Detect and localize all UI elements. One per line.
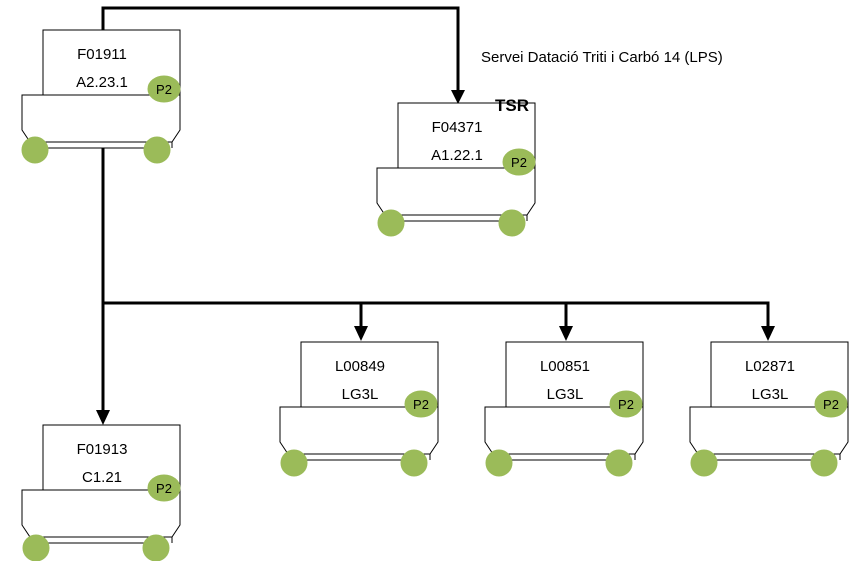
arrowhead-f04371 xyxy=(451,90,465,104)
tsr-tag: TSR xyxy=(495,96,529,115)
wheel-left-icon xyxy=(377,209,405,237)
badge-circle xyxy=(147,75,181,103)
wheel-left-icon xyxy=(280,449,308,477)
connector-to-f04371 xyxy=(101,6,460,92)
wheel-right-icon xyxy=(810,449,838,477)
node-l00849[interactable]: L00849 LG3L P2 xyxy=(279,341,439,477)
connector-branch xyxy=(103,301,770,328)
arrowhead-l02871 xyxy=(761,326,775,341)
wheel-right-icon xyxy=(143,136,171,164)
node-id: L00851 xyxy=(540,358,590,375)
node-code: A1.22.1 xyxy=(431,147,483,164)
node-code: LG3L xyxy=(342,386,379,403)
node-badge: P2 xyxy=(618,397,634,412)
node-code: LG3L xyxy=(752,386,789,403)
badge-circle xyxy=(814,390,848,418)
arrowhead-l00849 xyxy=(354,326,368,341)
node-l02871[interactable]: L02871 LG3L P2 xyxy=(689,341,849,477)
node-code: A2.23.1 xyxy=(76,74,128,91)
node-badge: P2 xyxy=(413,397,429,412)
wheel-right-icon xyxy=(400,449,428,477)
wheel-right-icon xyxy=(498,209,526,237)
node-f01913[interactable]: F01913 C1.21 P2 xyxy=(21,424,181,561)
node-badge: P2 xyxy=(511,155,527,170)
wheel-left-icon xyxy=(690,449,718,477)
node-id: F04371 xyxy=(432,119,483,136)
service-caption: Servei Datació Triti i Carbó 14 (LPS) xyxy=(481,49,723,66)
wheel-left-icon xyxy=(22,534,50,561)
node-badge: P2 xyxy=(156,481,172,496)
wheel-right-icon xyxy=(142,534,170,561)
node-badge: P2 xyxy=(823,397,839,412)
node-l00851[interactable]: L00851 LG3L P2 xyxy=(484,341,644,477)
node-code: LG3L xyxy=(547,386,584,403)
wheel-left-icon xyxy=(485,449,513,477)
badge-circle xyxy=(609,390,643,418)
node-f01911[interactable]: F01911 A2.23.1 P2 xyxy=(21,29,181,164)
node-id: L00849 xyxy=(335,358,385,375)
wheel-left-icon xyxy=(21,136,49,164)
badge-circle xyxy=(404,390,438,418)
node-code: C1.21 xyxy=(82,469,122,486)
badge-circle xyxy=(502,148,536,176)
wheel-right-icon xyxy=(605,449,633,477)
node-id: F01913 xyxy=(77,441,128,458)
arrowhead-f01913 xyxy=(96,410,110,425)
node-id: F01911 xyxy=(77,46,127,63)
node-id: L02871 xyxy=(745,358,795,375)
arrowhead-l00851 xyxy=(559,326,573,341)
badge-circle xyxy=(147,474,181,502)
node-badge: P2 xyxy=(156,82,172,97)
connectors xyxy=(96,6,775,425)
node-f04371[interactable]: F04371 A1.22.1 P2 xyxy=(376,102,536,237)
